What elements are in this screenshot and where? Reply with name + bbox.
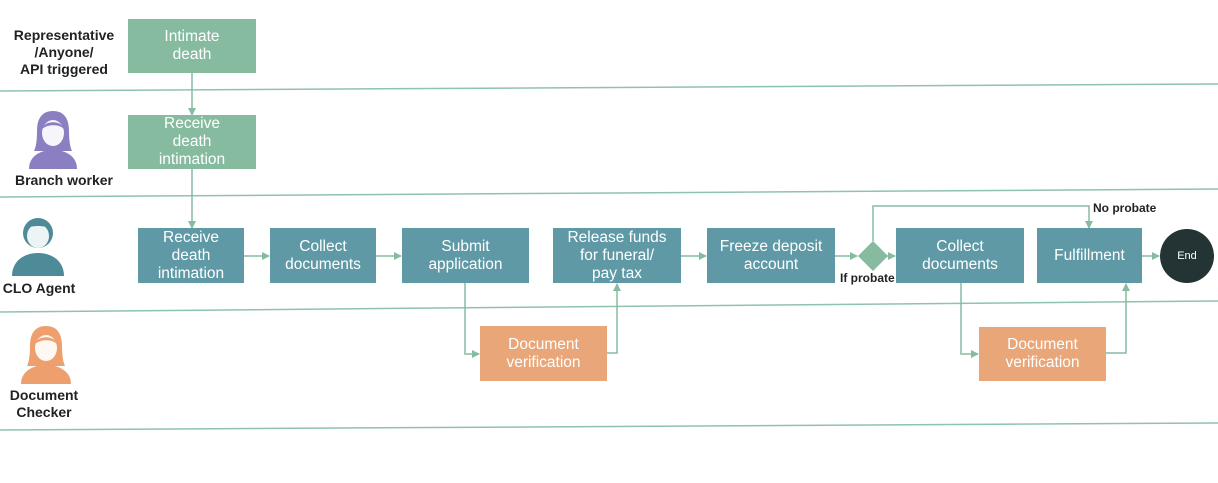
edge-collect-to-verification <box>960 283 979 358</box>
receive-intimation-clo-box: Receive death intimation <box>138 228 244 283</box>
edge-verification-to-fulfillment <box>1106 283 1130 354</box>
end-node: End <box>1160 229 1214 283</box>
lane-label-representative: Representative /Anyone/ API triggered <box>13 27 115 77</box>
edge-submit-to-verification <box>464 283 480 358</box>
female-user-icon <box>21 326 71 384</box>
female-user-icon <box>29 111 77 169</box>
edge-verification-to-release <box>607 283 621 354</box>
if-probate-label: If probate <box>840 271 895 285</box>
receive-intimation-branch-box: Receive death intimation <box>128 115 256 169</box>
lane-label-document-checker: Document Checker <box>9 387 79 420</box>
fulfillment-box: Fulfillment <box>1037 228 1142 283</box>
release-funds-box: Release funds for funeral/ pay tax <box>553 228 681 283</box>
lane-divider-2 <box>0 188 1218 198</box>
document-verification-box-2: Document verification <box>979 327 1106 381</box>
male-user-icon <box>12 218 64 276</box>
lane-label-branch-worker: Branch worker <box>14 172 114 188</box>
submit-application-box: Submit application <box>402 228 529 283</box>
lane-label-clo-agent: CLO Agent <box>2 280 76 296</box>
intimate-death-box: Intimate death <box>128 19 256 73</box>
lane-divider-4 <box>0 422 1218 431</box>
collect-documents-box-2: Collect documents <box>896 228 1024 283</box>
collect-documents-box-1: Collect documents <box>270 228 376 283</box>
document-verification-box-1: Document verification <box>480 326 607 381</box>
probate-decision-diamond <box>858 241 888 271</box>
lane-divider-1 <box>0 83 1218 92</box>
edge-no-probate <box>872 205 1093 241</box>
freeze-deposit-box: Freeze deposit account <box>707 228 835 283</box>
lane-divider-3 <box>0 300 1218 313</box>
no-probate-label: No probate <box>1093 201 1157 215</box>
